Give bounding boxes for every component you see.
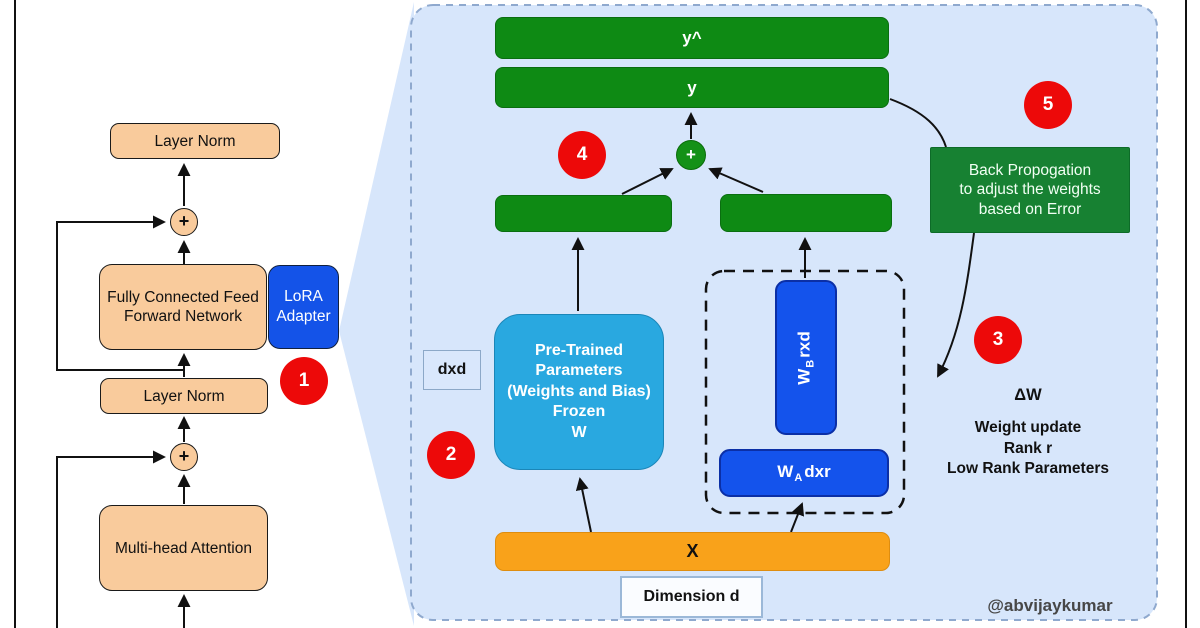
lora-label-line2: Adapter [276,308,331,325]
y-hat-bar: y^ [495,17,889,59]
sum-node: + [676,140,706,170]
wb-subscript: B [805,359,817,368]
zoom-cone [339,2,414,626]
dimension-d-label: Dimension d [643,588,740,605]
step-badge-5: 5 [1024,81,1072,129]
pretrained-weights-box: Pre-Trained Parameters (Weights and Bias… [494,314,664,470]
wb-w: W [795,368,814,385]
backprop-line2: to adjust the weights [959,181,1101,199]
dimension-d-box: Dimension d [620,576,763,618]
wb-matrix-box: WBrxd [775,280,837,435]
y-label: y [687,77,697,97]
pretrained-line2: Parameters [535,362,623,380]
wb-dims: rxd [795,330,814,358]
y-hat-label: y^ [682,28,702,47]
step-badge-4-number: 4 [576,144,588,165]
pretrained-line5: W [571,423,587,441]
backprop-line1: Back Propogation [968,161,1092,179]
frame-line-left [14,0,16,628]
step-badge-2-number: 2 [445,444,457,465]
lora-label-line1: LoRA [284,288,323,305]
residual-add-bottom: + [170,443,198,471]
author-credit: @abvijaykumar [950,596,1150,616]
layer-norm-top-label: Layer Norm [154,132,236,150]
ffn-box: Fully Connected Feed Forward Network [99,264,267,350]
pretrained-line3: (Weights and Bias) [507,382,651,400]
step-badge-1: 1 [280,357,328,405]
wa-subscript: A [794,472,803,484]
note-line3: Low Rank Parameters [947,460,1109,477]
dxd-label: dxd [437,361,467,378]
backprop-box: Back Propogation to adjust the weights b… [930,147,1130,233]
pretrained-line4: Frozen [552,403,606,421]
frozen-output-bar [495,195,672,232]
note-line1: Weight update [974,419,1082,436]
plus-sign: + [686,144,696,164]
lora-output-bar [720,194,892,232]
step-badge-2: 2 [427,431,475,479]
author-credit-text: @abvijaykumar [987,596,1113,615]
wa-dims: dxr [804,462,831,481]
layer-norm-bottom-label: Layer Norm [143,387,225,405]
plus-sign: + [178,210,190,231]
input-x-bar: X [495,532,890,571]
note-line2: Rank r [1003,439,1053,457]
pretrained-line1: Pre-Trained [534,341,624,359]
y-bar: y [495,67,889,108]
step-badge-3: 3 [974,316,1022,364]
dxd-dimension-box: dxd [423,350,481,390]
layer-norm-bottom-box: Layer Norm [100,378,268,414]
residual-add-top: + [170,208,198,236]
x-label: X [686,541,699,561]
backprop-line3: based on Error [978,200,1082,218]
layer-norm-top-box: Layer Norm [110,123,280,159]
multi-head-attention-box: Multi-head Attention [99,505,268,591]
weight-update-note: ΔW Weight update Rank r Low Rank Paramet… [928,386,1128,480]
step-badge-1-number: 1 [298,370,310,391]
step-badge-3-number: 3 [992,329,1004,350]
wb-label: WBrxd [795,331,817,384]
frame-line-right [1185,0,1187,628]
plus-sign: + [178,445,190,466]
lora-adapter-box: LoRA Adapter [268,265,339,349]
delta-w-label: ΔW [1014,386,1042,404]
step-badge-4: 4 [558,131,606,179]
ffn-label-line1: Fully Connected Feed [107,289,259,306]
wa-w: W [777,462,794,481]
low-rank-group-box [704,269,906,515]
step-badge-5-number: 5 [1042,94,1054,115]
ffn-label-line2: Forward Network [124,308,242,325]
mha-label: Multi-head Attention [114,539,252,557]
